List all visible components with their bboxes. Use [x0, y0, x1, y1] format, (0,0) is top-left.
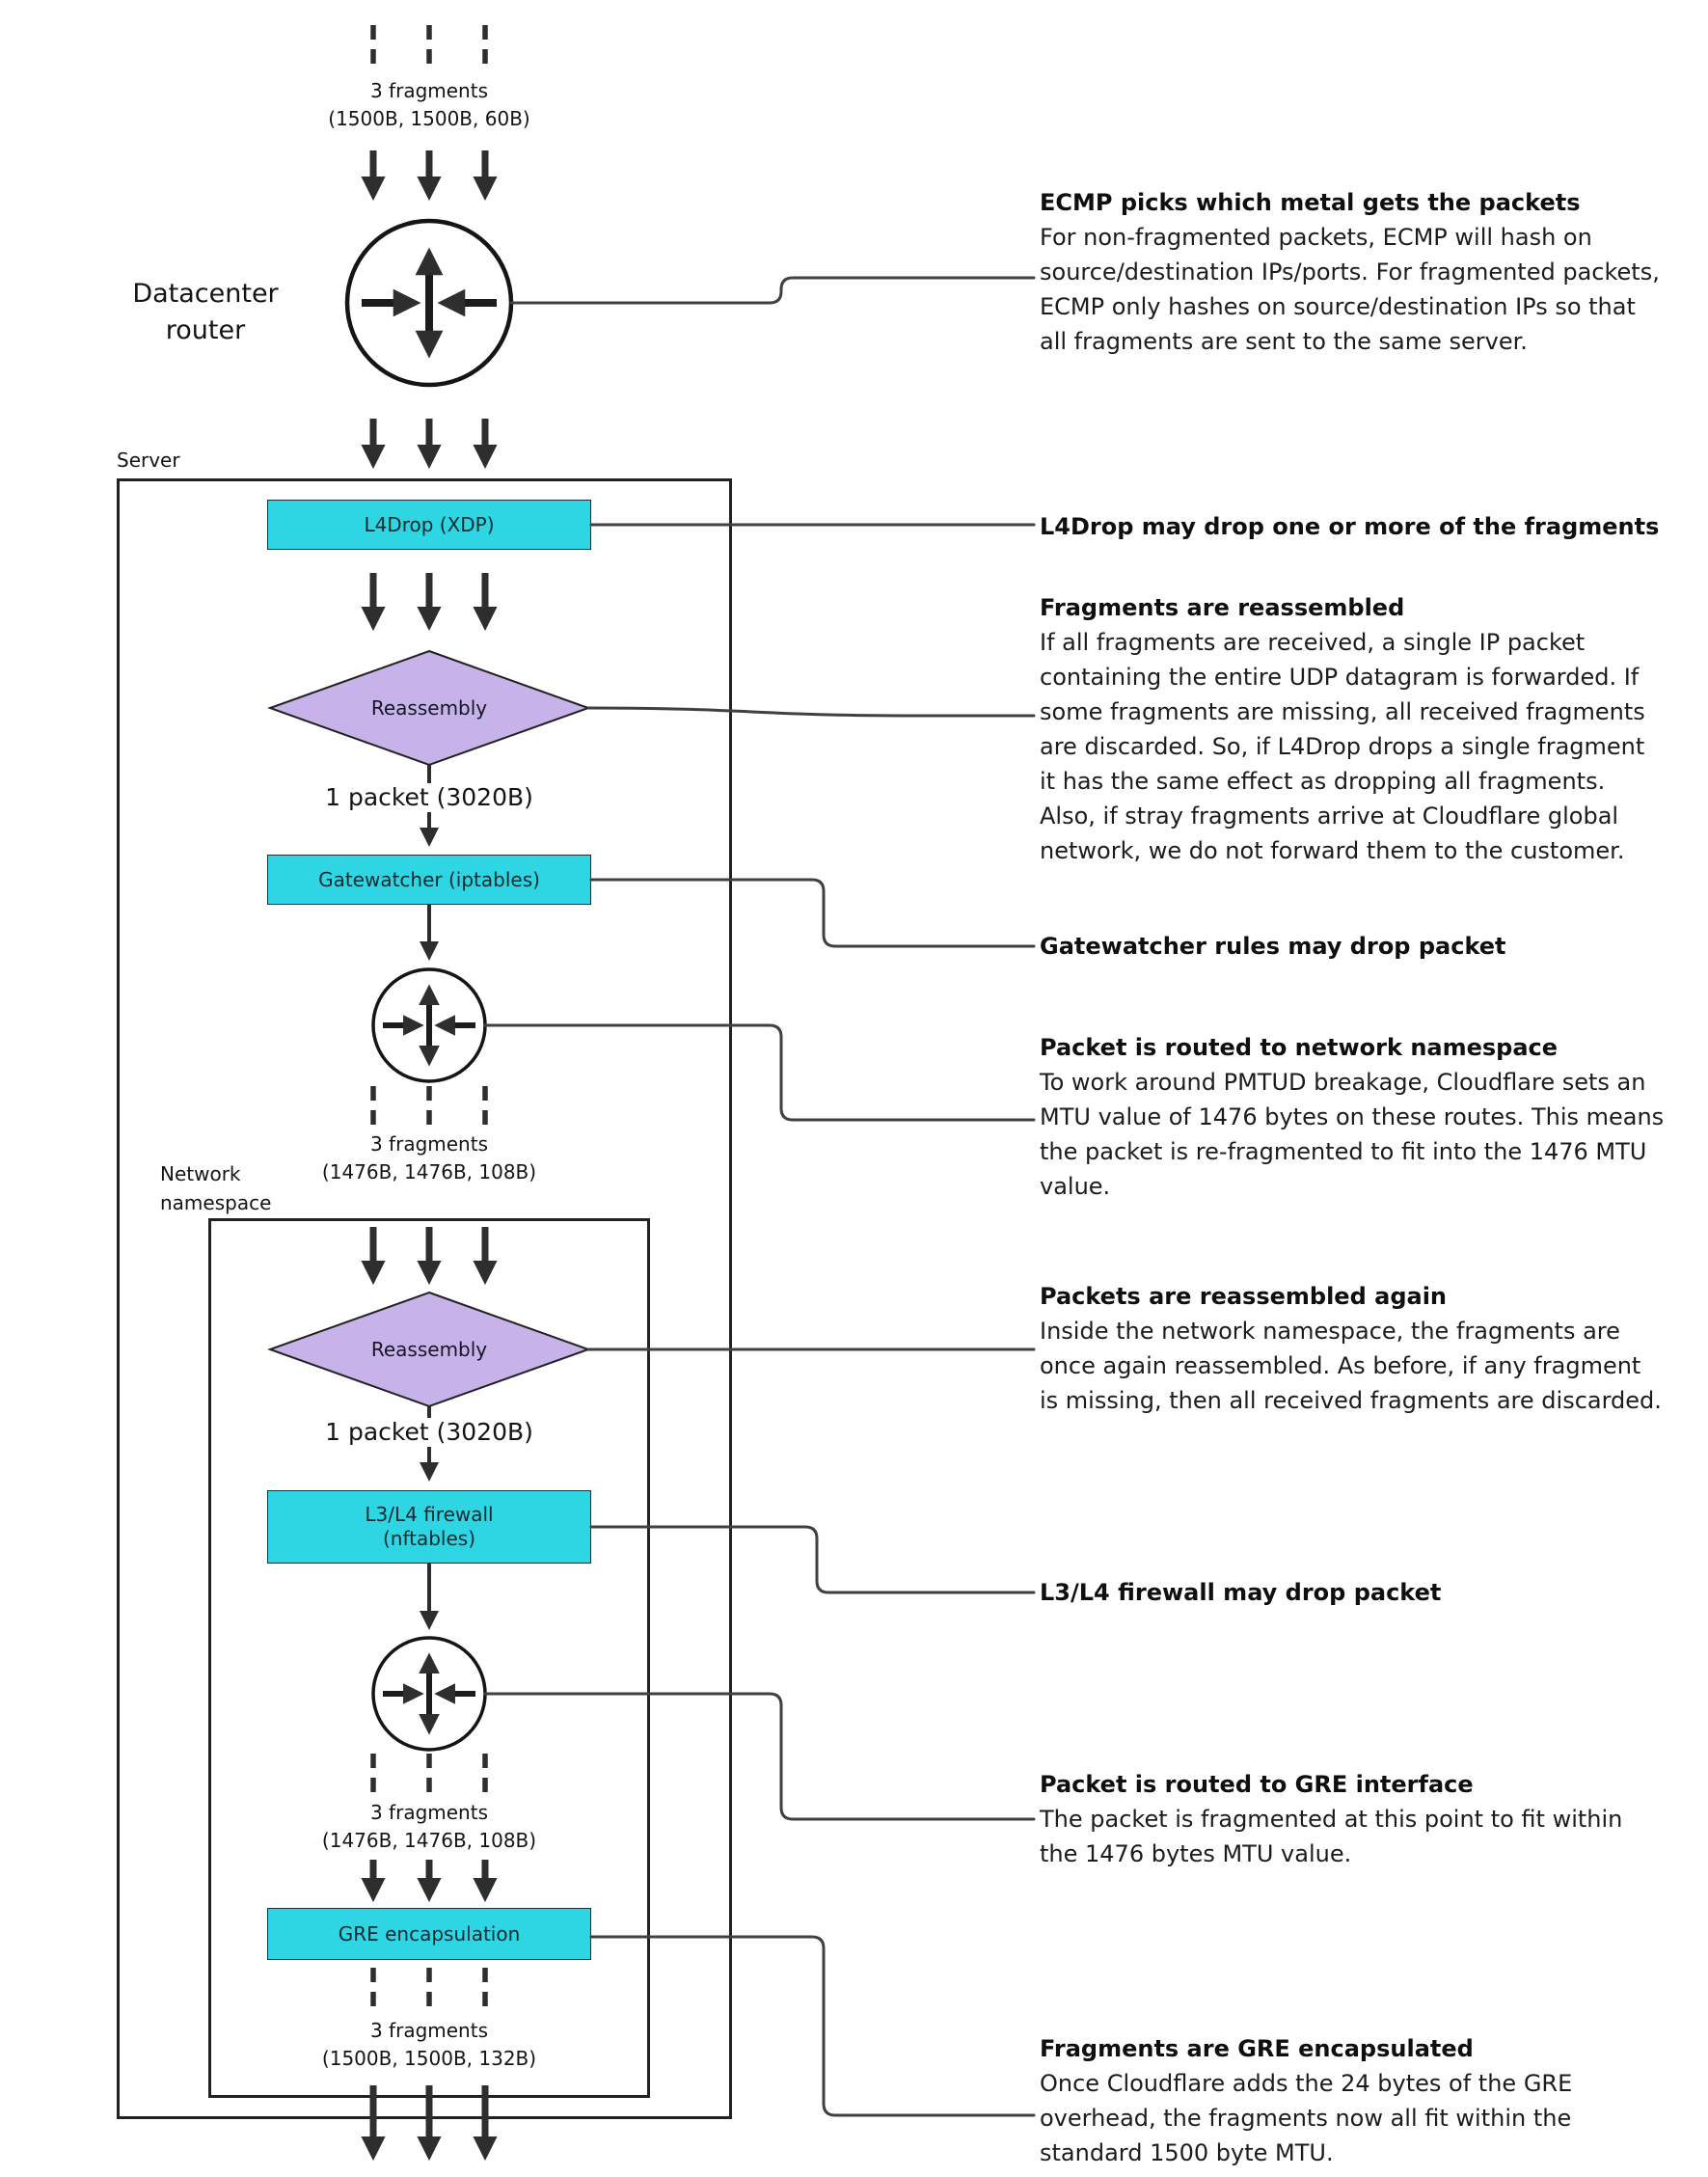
annotation-routing-namespace: Packet is routed to network namespace To… — [1040, 1030, 1667, 1204]
annotation-gre-encapsulation-body: Once Cloudflare adds the 24 bytes of the… — [1040, 2070, 1573, 2166]
annotation-routing-namespace-title: Packet is routed to network namespace — [1040, 1034, 1559, 1061]
packet-size-label-1: 1 packet (3020B) — [315, 783, 543, 812]
annotation-firewall-title: L3/L4 firewall may drop packet — [1040, 1579, 1442, 1606]
incoming-fragments-label: 3 fragments (1500B, 1500B, 60B) — [328, 77, 529, 133]
annotation-reassembly-2-body: Inside the network namespace, the fragme… — [1040, 1318, 1662, 1414]
annotation-gre-routing-body: The packet is fragmented at this point t… — [1040, 1806, 1623, 1867]
annotation-ecmp-body: For non-fragmented packets, ECMP will ha… — [1040, 224, 1660, 355]
server-boundary-box — [117, 478, 732, 2119]
refragmented-sizes-1: (1476B, 1476B, 108B) — [321, 1160, 537, 1184]
refragmented-count-2: 3 fragments — [369, 1801, 489, 1824]
incoming-fragment-sizes: (1500B, 1500B, 60B) — [328, 107, 530, 130]
fragments-to-router-arrows — [361, 150, 498, 202]
annotation-gatewatcher-title: Gatewatcher rules may drop packet — [1040, 933, 1506, 960]
server-label: Server — [117, 449, 180, 472]
annotation-gre-routing-title: Packet is routed to GRE interface — [1040, 1771, 1474, 1798]
datacenter-router-icon — [344, 218, 514, 388]
encapsulated-sizes: (1500B, 1500B, 132B) — [321, 2047, 537, 2070]
reassembly-2-label: Reassembly — [370, 1338, 488, 1361]
incoming-fragment-count: 3 fragments — [369, 79, 489, 102]
firewall-node-label-line1: L3/L4 firewall — [365, 1503, 494, 1526]
l4drop-node: L4Drop (XDP) — [267, 500, 591, 550]
annotation-firewall: L3/L4 firewall may drop packet — [1040, 1575, 1667, 1610]
annotation-reassembly-2-title: Packets are reassembled again — [1040, 1283, 1448, 1310]
annotation-reassembly-1-body: If all fragments are received, a single … — [1040, 629, 1645, 864]
packet-size-label-2: 1 packet (3020B) — [315, 1418, 543, 1447]
reassembly-1-label: Reassembly — [370, 696, 488, 720]
annotation-gre-routing: Packet is routed to GRE interface The pa… — [1040, 1767, 1667, 1871]
annotation-ecmp: ECMP picks which metal gets the packets … — [1040, 185, 1667, 359]
firewall-node: L3/L4 firewall (nftables) — [267, 1490, 591, 1564]
annotation-gatewatcher: Gatewatcher rules may drop packet — [1040, 929, 1667, 964]
gre-node-label: GRE encapsulation — [338, 1921, 521, 1946]
gre-node: GRE encapsulation — [267, 1908, 591, 1960]
annotation-gre-encapsulation: Fragments are GRE encapsulated Once Clou… — [1040, 2031, 1667, 2170]
annotation-routing-namespace-body: To work around PMTUD breakage, Cloudflar… — [1040, 1069, 1665, 1200]
annotation-l4drop: L4Drop may drop one or more of the fragm… — [1040, 509, 1667, 544]
annotation-gre-encapsulation-title: Fragments are GRE encapsulated — [1040, 2035, 1474, 2062]
datacenter-router-label: Datacenter router — [132, 279, 279, 345]
encapsulated-fragments-label: 3 fragments (1500B, 1500B, 132B) — [322, 2017, 536, 2073]
refragmented-sizes-2: (1476B, 1476B, 108B) — [321, 1829, 537, 1852]
refragmented-count-1: 3 fragments — [369, 1132, 489, 1156]
refragmented-label-2: 3 fragments (1476B, 1476B, 108B) — [322, 1799, 536, 1855]
network-namespace-label: Network namespace — [160, 1162, 272, 1214]
encapsulated-count: 3 fragments — [369, 2019, 489, 2042]
gatewatcher-node: Gatewatcher (iptables) — [267, 855, 591, 905]
router-to-server-arrows — [361, 419, 498, 470]
incoming-fragments-dashes-icon — [370, 25, 488, 69]
refragmented-label-1: 3 fragments (1476B, 1476B, 108B) — [322, 1130, 536, 1186]
gatewatcher-node-label: Gatewatcher (iptables) — [318, 867, 540, 891]
annotation-ecmp-title: ECMP picks which metal gets the packets — [1040, 189, 1581, 216]
annotation-l4drop-title: L4Drop may drop one or more of the fragm… — [1040, 513, 1660, 540]
firewall-node-label-line2: (nftables) — [382, 1527, 476, 1550]
connector-ecmp — [509, 276, 1036, 305]
annotation-reassembly-1-title: Fragments are reassembled — [1040, 594, 1405, 621]
annotation-reassembly-2: Packets are reassembled again Inside the… — [1040, 1279, 1667, 1418]
annotation-reassembly-1: Fragments are reassembled If all fragmen… — [1040, 590, 1667, 868]
l4drop-node-label: L4Drop (XDP) — [364, 512, 495, 536]
